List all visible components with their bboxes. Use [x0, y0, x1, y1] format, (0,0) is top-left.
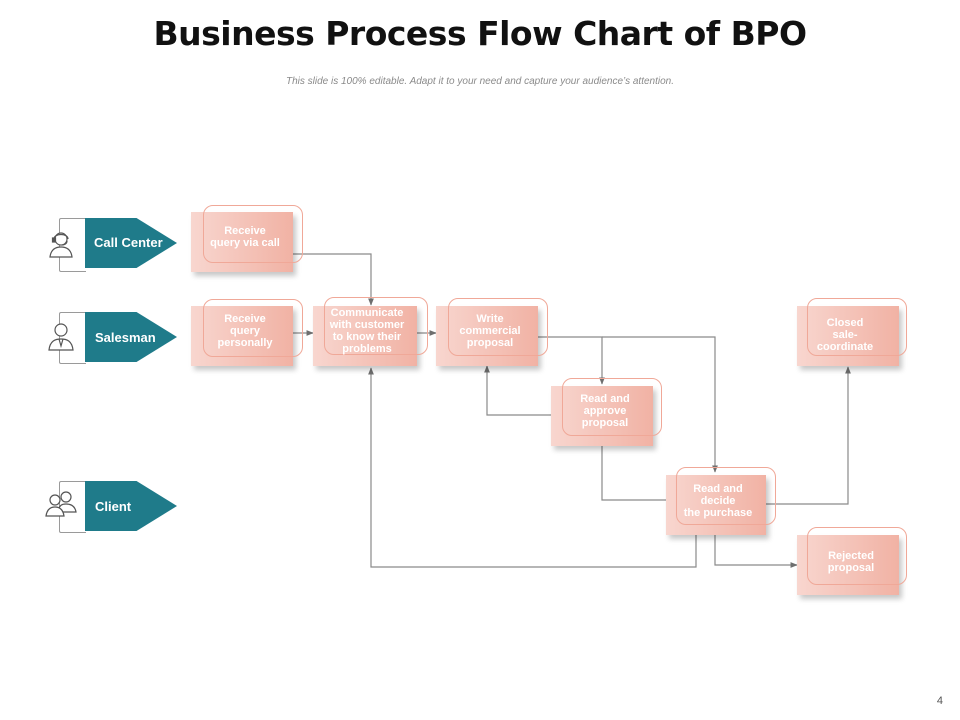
lane-bracket-salesman [59, 312, 86, 364]
step-outline [807, 527, 907, 585]
page-title: Business Process Flow Chart of BPO [153, 14, 807, 53]
connector-write-to-decide [602, 336, 718, 473]
step-box [551, 386, 653, 446]
step-text: Read and approve proposal [580, 393, 630, 429]
step-box [666, 475, 766, 535]
step-text: Rejected proposal [827, 550, 875, 574]
connector-call-to-communicate [293, 253, 374, 306]
step-text: Read and decide the purchase [683, 483, 753, 519]
step-outline [203, 299, 303, 357]
connector-approve-to-write [484, 365, 551, 416]
step-text: Communicate with customer to know their … [329, 307, 405, 355]
lane-label-client: Client [95, 499, 132, 514]
connector-approve-to-decide [601, 446, 666, 501]
step-box [436, 306, 538, 366]
step-outline [807, 298, 907, 356]
salesman-icon [45, 320, 77, 352]
step-outline [448, 298, 548, 356]
step-outline [562, 378, 662, 436]
connector-decide-to-rejected [714, 535, 798, 568]
step-outline [324, 297, 428, 355]
page-subtitle: This slide is 100% editable. Adapt it to… [285, 76, 675, 87]
step-outline [203, 205, 303, 263]
page-number: 4 [936, 695, 943, 707]
step-box [797, 306, 899, 366]
call-center-agent-icon [45, 228, 77, 260]
lane-label-salesman: Salesman [95, 330, 156, 345]
step-outline [676, 467, 776, 525]
connector-decide-to-closed [766, 366, 851, 505]
client-group-icon [44, 488, 77, 520]
step-text: Write commercial proposal [459, 313, 521, 349]
step-text: Closed sale- coordinate [816, 317, 874, 353]
step-box [797, 535, 899, 595]
connector-decide-to-communicate [368, 367, 697, 568]
step-box [313, 306, 417, 366]
step-text: Receive query personally [217, 313, 273, 349]
step-text: Receive query via call [210, 225, 280, 249]
lane-label-call-center: Call Center [94, 235, 163, 250]
